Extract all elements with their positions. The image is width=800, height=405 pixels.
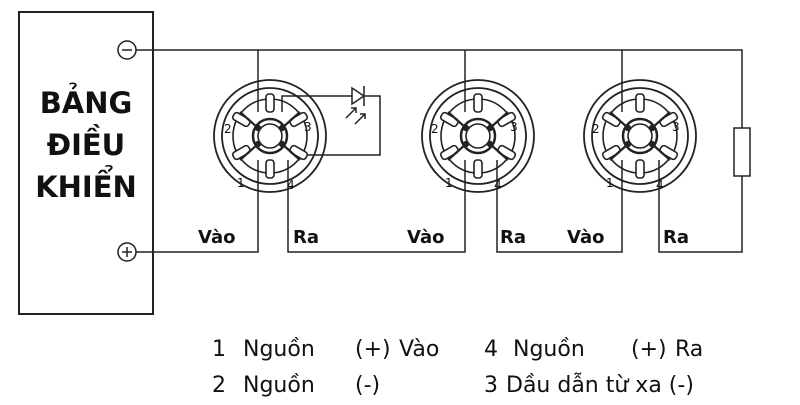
positive-terminal bbox=[117, 242, 137, 262]
detector-3-pin-1: 1 bbox=[606, 176, 614, 190]
panel-title-line-1: BẢNG bbox=[40, 83, 133, 120]
panel-title-line-3: KHIỂN bbox=[35, 165, 137, 204]
legend-item-1-polarity: (+) bbox=[355, 337, 391, 362]
end-of-line-resistor bbox=[733, 127, 751, 177]
legend: 1 Nguồn (+) Vào 4 Nguồn (+) Ra 2 Nguồn (… bbox=[212, 337, 703, 398]
legend-item-1-suffix: Vào bbox=[399, 337, 439, 362]
detector-2-pin-1: 1 bbox=[445, 176, 453, 190]
detector-2-pin-3: 3 bbox=[510, 120, 518, 134]
legend-item-3-text: Dầu dẫn từ xa (-) bbox=[506, 372, 694, 398]
detector-2-in-label: Vào bbox=[407, 227, 444, 248]
legend-item-3-num: 3 bbox=[484, 373, 498, 398]
detector-1-pin-2: 2 bbox=[224, 122, 232, 136]
detector-2-pin-2: 2 bbox=[431, 122, 439, 136]
legend-item-2-text: Nguồn bbox=[243, 373, 315, 398]
detector-3-pin-4: 4 bbox=[656, 178, 664, 192]
negative-terminal bbox=[117, 40, 137, 60]
detector-1-pin-4: 4 bbox=[287, 178, 295, 192]
control-panel-box bbox=[18, 11, 154, 315]
detector-1-in-label: Vào bbox=[198, 227, 235, 248]
detector-2-out-label: Ra bbox=[500, 227, 526, 248]
legend-item-4-num: 4 bbox=[484, 337, 498, 362]
detector-1-pin-1: 1 bbox=[237, 176, 245, 190]
detector-base-1 bbox=[212, 78, 328, 194]
detector-3-pin-2: 2 bbox=[592, 122, 600, 136]
legend-item-4-suffix: Ra bbox=[675, 337, 703, 362]
detector-3-in-label: Vào bbox=[567, 227, 604, 248]
detector-2-pin-4: 4 bbox=[494, 178, 502, 192]
legend-item-4-text: Nguồn bbox=[513, 337, 585, 362]
legend-item-1-text: Nguồn bbox=[243, 337, 315, 362]
panel-title-line-2: ĐIỀU bbox=[47, 125, 125, 162]
legend-item-2-polarity: (-) bbox=[355, 373, 380, 398]
legend-item-4-polarity: (+) bbox=[631, 337, 667, 362]
remote-led-icon bbox=[345, 86, 366, 125]
detector-3-pin-3: 3 bbox=[672, 120, 680, 134]
legend-item-1-num: 1 bbox=[212, 337, 226, 362]
detector-base-2 bbox=[420, 78, 536, 194]
detector-1-pin-3: 3 bbox=[304, 120, 312, 134]
detector-1-out-label: Ra bbox=[293, 227, 319, 248]
detector-base-3 bbox=[582, 78, 698, 194]
detector-3-out-label: Ra bbox=[663, 227, 689, 248]
legend-item-2-num: 2 bbox=[212, 373, 226, 398]
